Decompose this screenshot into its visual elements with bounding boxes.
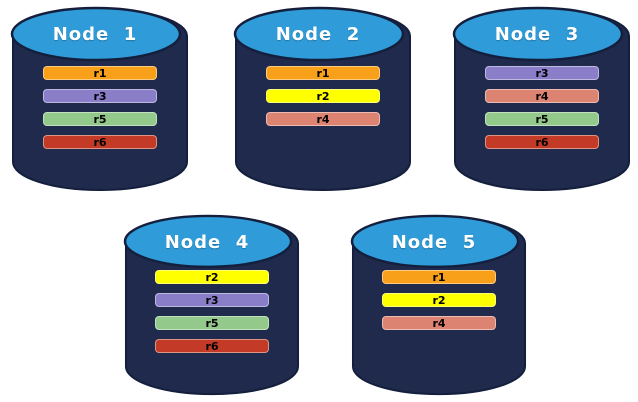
replica-bar: r3 xyxy=(43,89,157,103)
node-title: Node 4 xyxy=(164,232,250,253)
replica-bar: r2 xyxy=(155,270,269,284)
cylinder-top-shape xyxy=(452,6,624,62)
replica-bar: r2 xyxy=(266,89,380,103)
cylinder-top-shape xyxy=(350,214,520,269)
node-title: Node 1 xyxy=(52,24,138,45)
replica-list: r1 r2 r4 xyxy=(233,66,413,126)
replica-bar: r1 xyxy=(266,66,380,80)
replica-bar: r1 xyxy=(382,270,496,284)
node-1: Node 1 r1 r3 r5 r6 xyxy=(10,4,190,194)
replica-list: r2 r3 r5 r6 xyxy=(123,270,301,353)
node-title: Node 5 xyxy=(391,232,477,253)
replica-list: r1 r3 r5 r6 xyxy=(10,66,190,149)
replica-bar: r5 xyxy=(43,112,157,126)
replica-bar: r3 xyxy=(155,293,269,307)
node-title: Node 3 xyxy=(494,24,580,45)
node-4: Node 4 r2 r3 r5 r6 xyxy=(123,212,301,398)
replica-list: r1 r2 r4 xyxy=(350,270,528,330)
node-2: Node 2 r1 r2 r4 xyxy=(233,4,413,194)
cylinder-top-shape xyxy=(10,6,182,62)
cylinder-top-shape xyxy=(123,214,293,269)
node-5: Node 5 r1 r2 r4 xyxy=(350,212,528,398)
replica-bar: r4 xyxy=(382,316,496,330)
replica-list: r3 r4 r5 r6 xyxy=(452,66,632,149)
cylinder-top-shape xyxy=(233,6,405,62)
node-title: Node 2 xyxy=(275,24,361,45)
replica-bar: r4 xyxy=(266,112,380,126)
replica-bar: r2 xyxy=(382,293,496,307)
replica-bar: r5 xyxy=(155,316,269,330)
replica-bar: r3 xyxy=(485,66,599,80)
node-3: Node 3 r3 r4 r5 r6 xyxy=(452,4,632,194)
replica-bar: r4 xyxy=(485,89,599,103)
replica-bar: r5 xyxy=(485,112,599,126)
replica-bar: r6 xyxy=(485,135,599,149)
replica-bar: r1 xyxy=(43,66,157,80)
replica-bar: r6 xyxy=(43,135,157,149)
replica-bar: r6 xyxy=(155,339,269,353)
